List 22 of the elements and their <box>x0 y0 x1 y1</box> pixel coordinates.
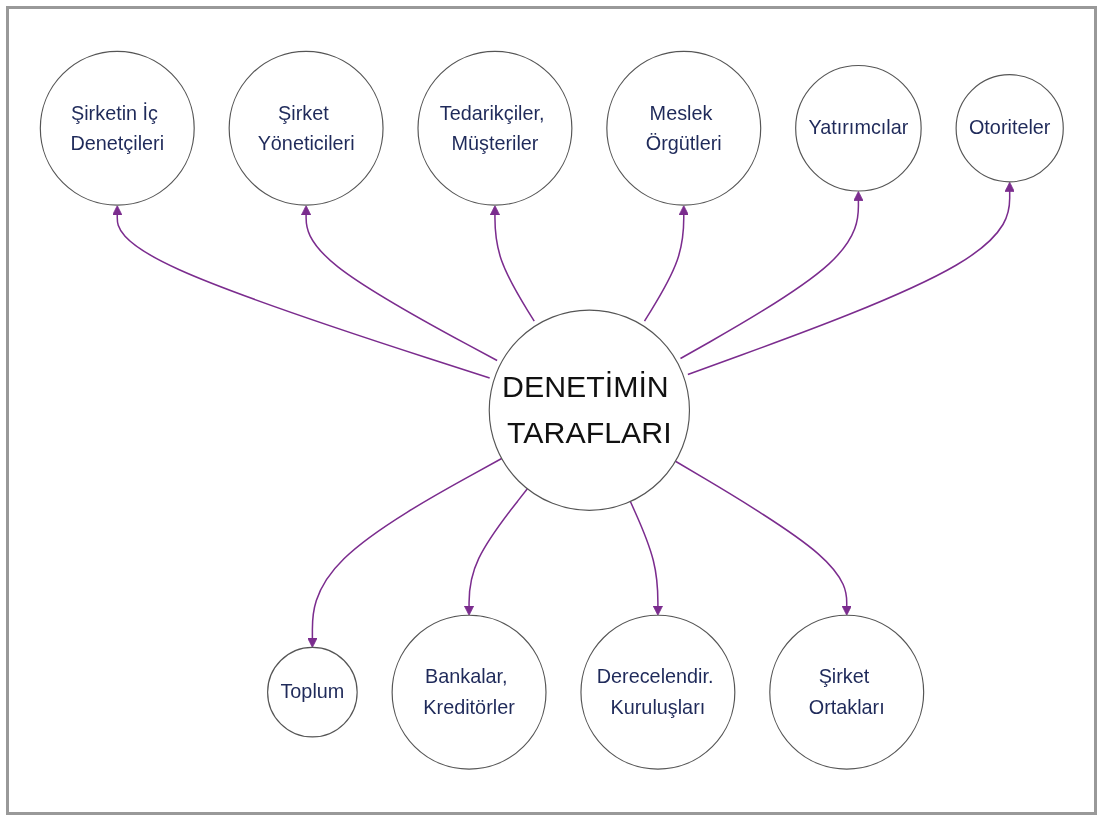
arrow <box>111 205 491 380</box>
arrow <box>489 205 535 323</box>
node-circle <box>768 614 924 770</box>
node-circle <box>488 309 690 512</box>
arrow <box>306 458 503 649</box>
node-circle <box>605 51 761 207</box>
arrow <box>463 488 528 616</box>
node-circle <box>794 65 922 192</box>
arrow <box>300 205 498 362</box>
arrow <box>686 182 1015 376</box>
node-circle <box>39 51 195 207</box>
node-circle <box>955 74 1064 183</box>
node-circle <box>417 51 573 207</box>
node-circle <box>228 51 384 207</box>
node-circle <box>391 614 547 770</box>
arrow <box>629 501 663 616</box>
arrow <box>674 460 852 616</box>
node-circle <box>580 614 736 770</box>
arrow <box>643 205 689 323</box>
diagram: Şirketin İç Denetçileri Şirket Yöneticileri Tedarikçiler, Müşteriler Meslek Örgütleri Yatırımcılar Otoriteler DENETİMİN TARAFLARI Toplum Bankalar, Kreditörler Derecelendir. Kuruluşları Şirket Ortakları <box>30 42 1073 779</box>
arrow <box>679 191 864 360</box>
node-circle <box>266 647 358 738</box>
